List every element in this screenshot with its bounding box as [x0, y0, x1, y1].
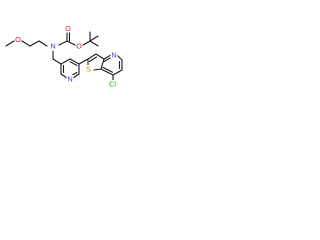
atom-label: N	[50, 42, 55, 51]
bond	[5, 40, 15, 47]
atom-label: O	[15, 35, 21, 44]
bond	[52, 58, 62, 65]
atom-label: N	[67, 75, 72, 84]
bond	[100, 68, 114, 76]
bond	[69, 61, 78, 67]
atom-cl: Cl	[107, 80, 118, 89]
atom-label: S	[86, 65, 91, 74]
molecule-diagram: O O O N N S N Cl	[0, 0, 152, 152]
bond	[88, 56, 98, 63]
atom-s-thiophene: S	[85, 65, 92, 74]
bond	[100, 58, 105, 70]
atom-o-ester: O	[75, 42, 83, 51]
bond	[60, 73, 68, 79]
bond	[82, 40, 91, 46]
bond	[72, 73, 80, 79]
bond	[60, 58, 71, 65]
bond	[66, 40, 76, 46]
atom-o-carbonyl: O	[64, 24, 72, 33]
bond	[116, 54, 123, 61]
bond	[21, 40, 31, 47]
atom-labels: O O O N N S N Cl	[14, 24, 118, 89]
bond	[103, 57, 112, 63]
atom-n-pyridine: N	[66, 75, 74, 84]
atom-label: N	[111, 51, 116, 60]
bond	[95, 53, 105, 60]
bond	[89, 35, 99, 42]
atom-n-fused: N	[110, 51, 118, 60]
bond	[29, 40, 40, 47]
bond	[87, 53, 97, 60]
bond	[78, 58, 89, 65]
bond	[89, 40, 99, 47]
atom-label: O	[76, 42, 82, 51]
structure-drawing: O O O N N S N Cl	[5, 24, 123, 89]
bonds	[5, 31, 123, 81]
atom-label: O	[65, 24, 71, 33]
bond	[58, 40, 68, 46]
bond	[102, 66, 114, 73]
bond	[38, 40, 48, 47]
atom-o-ether: O	[14, 35, 22, 44]
bond	[93, 68, 102, 71]
bond	[112, 69, 123, 76]
bond	[69, 58, 80, 65]
atom-label: Cl	[109, 80, 116, 89]
bond	[103, 54, 112, 60]
atom-n-amine: N	[49, 42, 57, 51]
